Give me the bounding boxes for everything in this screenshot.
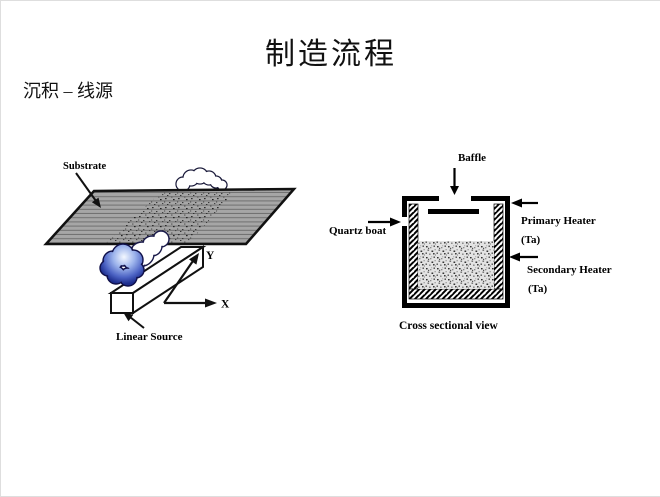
vapor-cloud-blue [99, 243, 145, 287]
quartz-boat-leader-arrow [368, 217, 401, 227]
source-material [418, 241, 494, 289]
primary-heater-label: Primary Heater [521, 215, 596, 227]
secondary-heater-material-label: (Ta) [528, 283, 547, 295]
page-title: 制造流程 [265, 38, 397, 71]
linear-source-leader-arrow [123, 312, 145, 329]
y-axis-arrow [163, 253, 199, 304]
linear-source-label: Linear Source [116, 331, 183, 343]
secondary-heater-leader-arrow [509, 252, 538, 262]
primary-heater-material-label: (Ta) [521, 234, 540, 246]
substrate-leader-arrow [75, 172, 101, 208]
boat-outer-wall [402, 196, 510, 308]
boat-lining-bottom [408, 288, 504, 300]
cross-section-caption: Cross sectional view [399, 320, 499, 332]
quartz-boat-cross-section-diagram: Baffle Quartz boat [329, 152, 612, 332]
baffle-leader-arrow [450, 168, 459, 195]
substrate-label: Substrate [63, 161, 107, 172]
y-axis-label: Y [206, 250, 215, 262]
x-axis-arrow [164, 298, 217, 308]
page-subtitle: 沉积 – 线源 [23, 81, 113, 101]
primary-heater-leader-arrow [511, 198, 538, 208]
baffle-label: Baffle [458, 152, 486, 164]
vapor-through-substrate [106, 192, 234, 243]
baffle-plate [428, 209, 479, 214]
quartz-boat-label: Quartz boat [329, 225, 386, 237]
linear-source-deposition-diagram: Y X Substrate Linear Source [43, 161, 297, 343]
x-axis-label: X [221, 299, 230, 311]
vapor-cloud-above-substrate [175, 167, 228, 192]
boat-lining-right [493, 203, 504, 290]
secondary-heater-label: Secondary Heater [527, 264, 612, 276]
boat-lining-left [408, 203, 419, 290]
